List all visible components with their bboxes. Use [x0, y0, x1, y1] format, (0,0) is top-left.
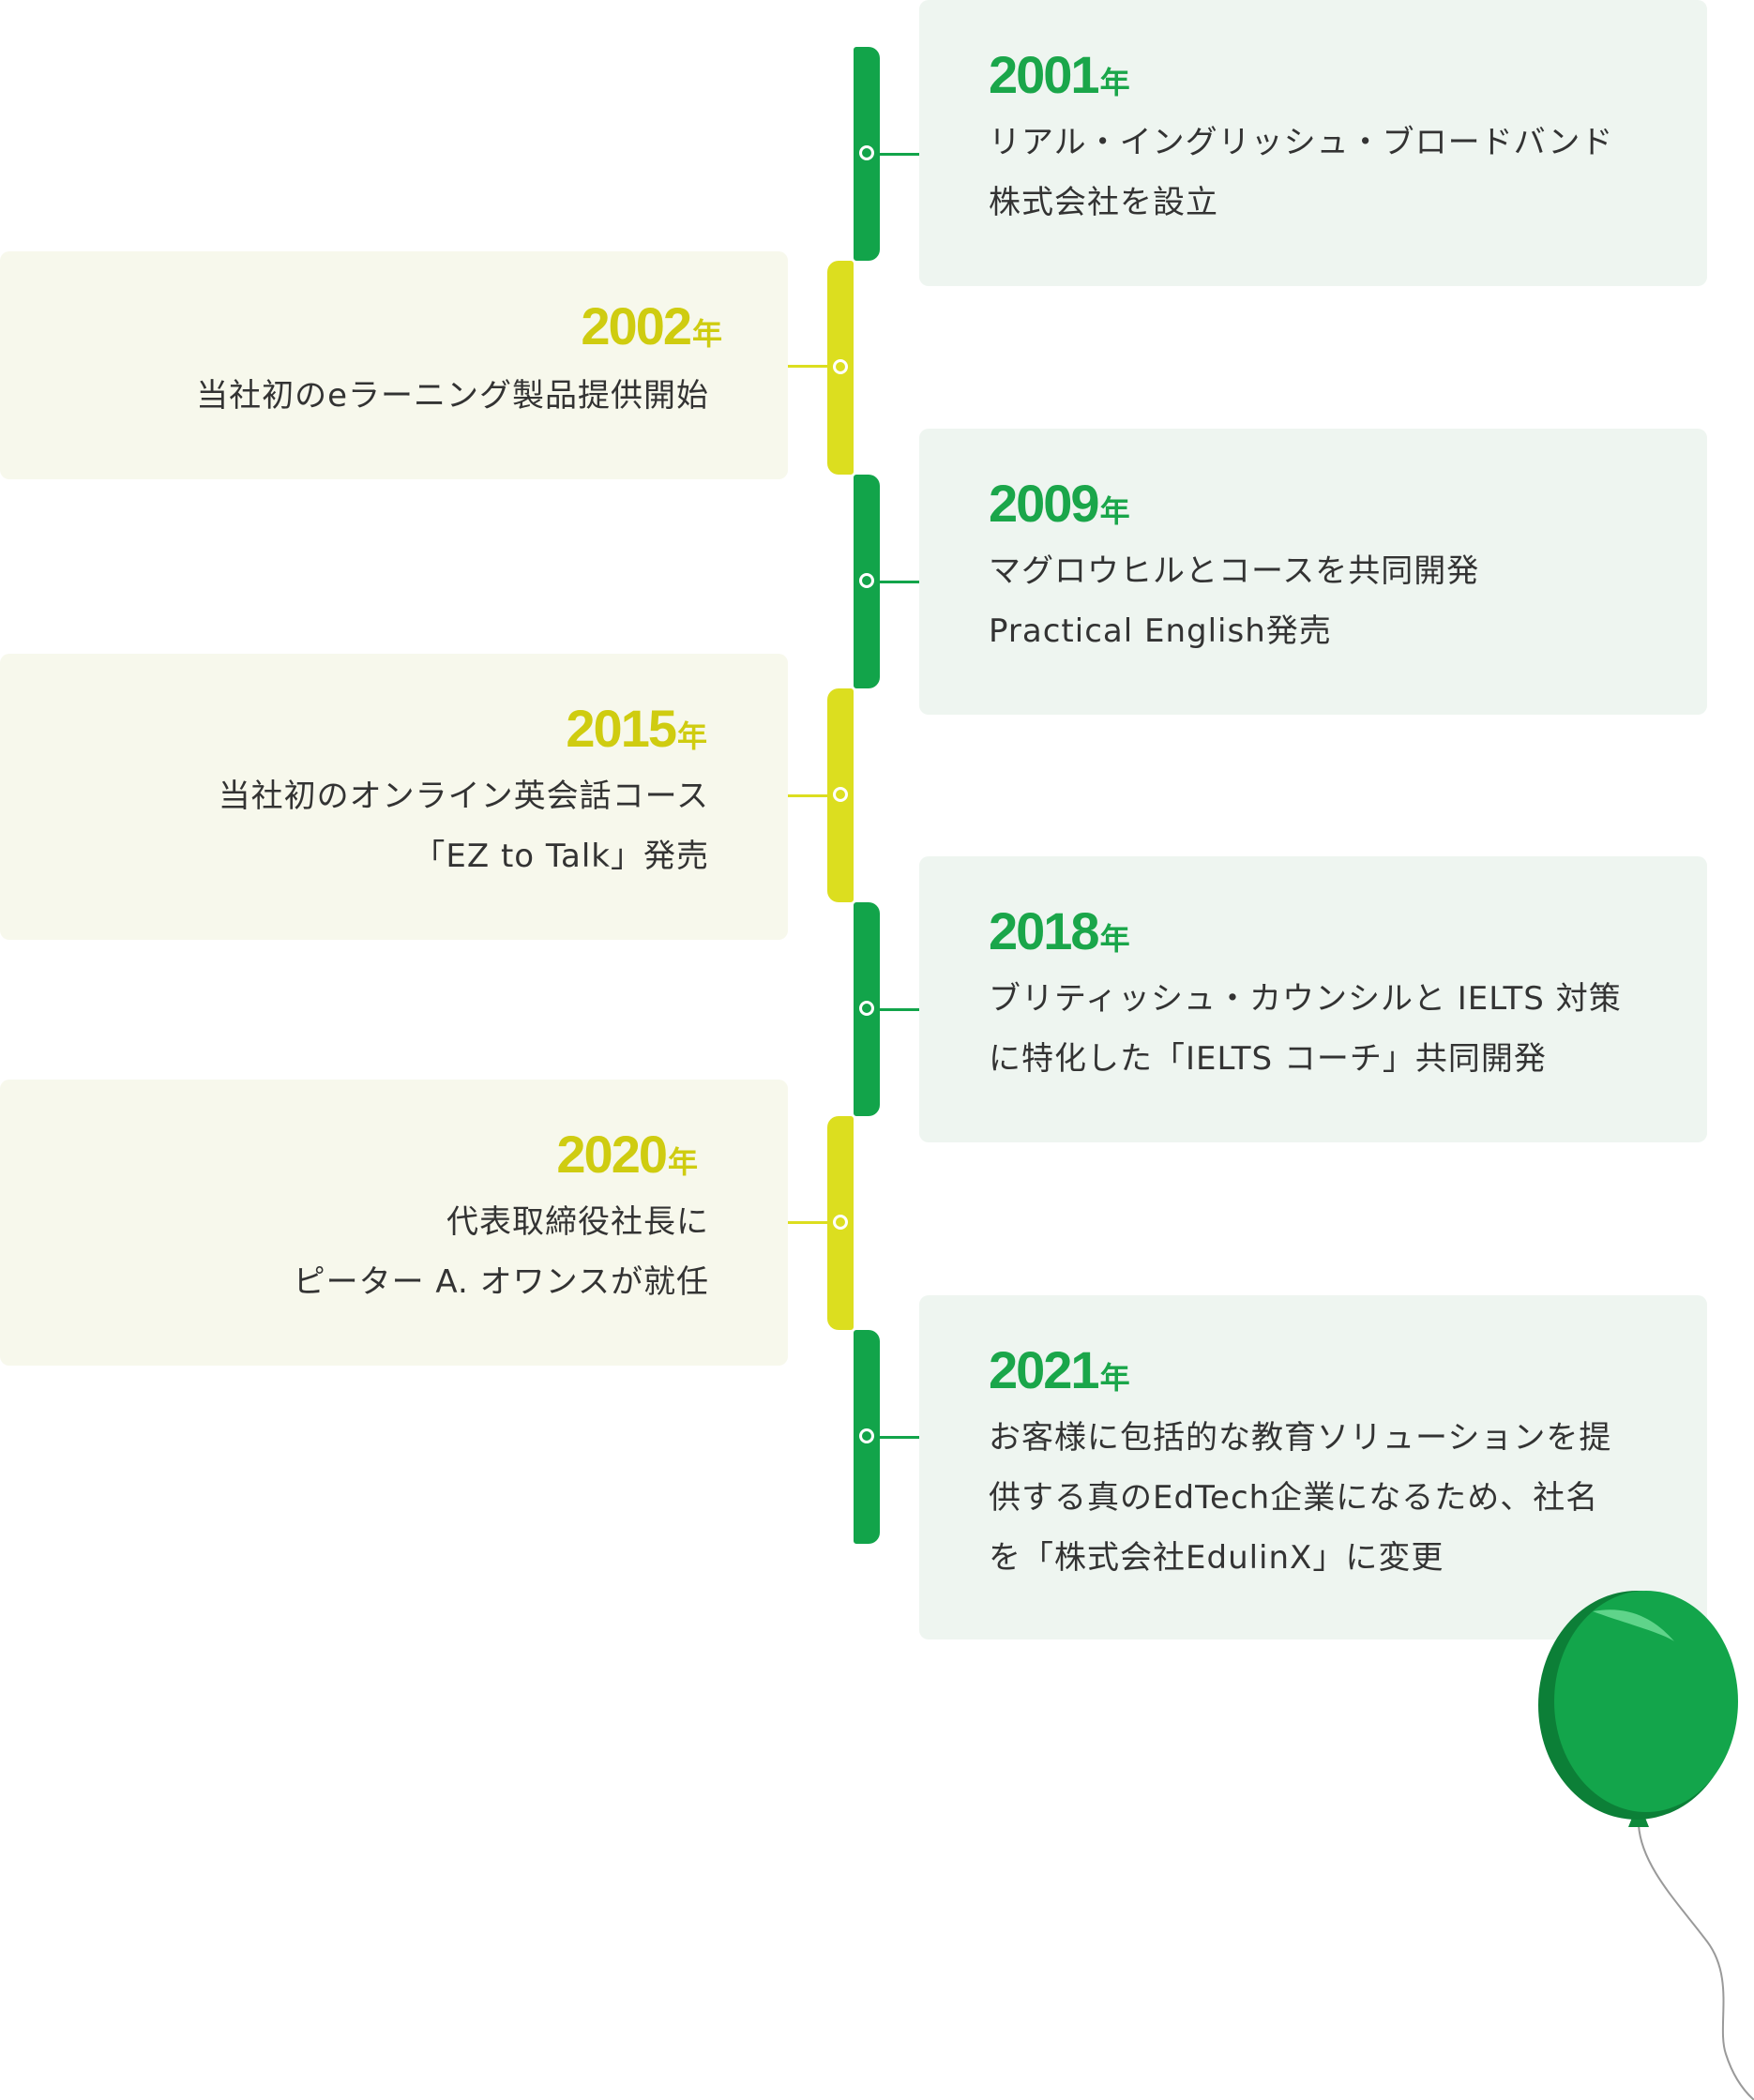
timeline-card-2009: 2009年 マグロウヒルとコースを共同開発 Practical English発…	[919, 429, 1707, 715]
timeline-segment-2002	[827, 261, 854, 475]
card-year: 2009年	[989, 474, 1130, 533]
timeline-card-2002: 2002年 当社初のeラーニング製品提供開始	[0, 251, 788, 479]
timeline-node-ring	[833, 787, 848, 802]
card-year: 2001年	[989, 45, 1130, 104]
timeline-segment-2021	[854, 1330, 880, 1544]
timeline-node-ring	[859, 1001, 874, 1016]
timeline-card-2020: 2020年 代表取締役社長に ピーター A. オワンスが就任	[0, 1080, 788, 1366]
timeline-card-2018: 2018年 ブリティッシュ・カウンシルと IELTS 対策 に特化した「IELT…	[919, 856, 1707, 1142]
card-year: 2021年	[989, 1340, 1130, 1399]
connector-2009	[880, 581, 927, 583]
timeline-node-ring	[833, 1215, 848, 1230]
card-description: 当社初のeラーニング製品提供開始	[196, 377, 709, 415]
balloon-icon	[1538, 1591, 1754, 2100]
card-description: 当社初のオンライン英会話コース 「EZ to Talk」発売	[218, 778, 709, 875]
connector-2001	[880, 153, 927, 156]
connector-2020	[783, 1221, 827, 1224]
card-description: 代表取締役社長に ピーター A. オワンスが就任	[293, 1203, 709, 1301]
card-description: ブリティッシュ・カウンシルと IELTS 対策 に特化した「IELTS コーチ」…	[989, 980, 1622, 1078]
connector-2018	[880, 1008, 927, 1011]
card-description: リアル・イングリッシュ・ブロードバンド 株式会社を設立	[989, 124, 1614, 221]
timeline-card-2021: 2021年 お客様に包括的な教育ソリューションを提 供する真のEdTech企業に…	[919, 1295, 1707, 1639]
card-year: 2015年	[566, 699, 707, 758]
card-year: 2020年	[556, 1125, 698, 1184]
card-description: マグロウヒルとコースを共同開発 Practical English発売	[989, 552, 1480, 650]
timeline-segment-2018	[854, 902, 880, 1116]
card-year: 2002年	[581, 296, 722, 355]
timeline-segment-2015	[827, 688, 854, 902]
timeline-card-2015: 2015年 当社初のオンライン英会話コース 「EZ to Talk」発売	[0, 654, 788, 940]
connector-2015	[783, 794, 827, 797]
timeline-segment-2020	[827, 1116, 854, 1330]
connector-2021	[880, 1436, 927, 1439]
timeline-node-ring	[859, 1428, 874, 1443]
connector-2002	[783, 365, 827, 368]
card-year: 2018年	[989, 901, 1130, 960]
timeline-node-ring	[833, 359, 848, 374]
timeline-segment-2009	[854, 475, 880, 688]
timeline-node-ring	[859, 573, 874, 588]
timeline-segment-2001	[854, 47, 880, 261]
timeline-card-2001: 2001年 リアル・イングリッシュ・ブロードバンド 株式会社を設立	[919, 0, 1707, 286]
timeline-node-ring	[859, 145, 874, 160]
card-description: お客様に包括的な教育ソリューションを提 供する真のEdTech企業になるため、社…	[989, 1419, 1612, 1577]
